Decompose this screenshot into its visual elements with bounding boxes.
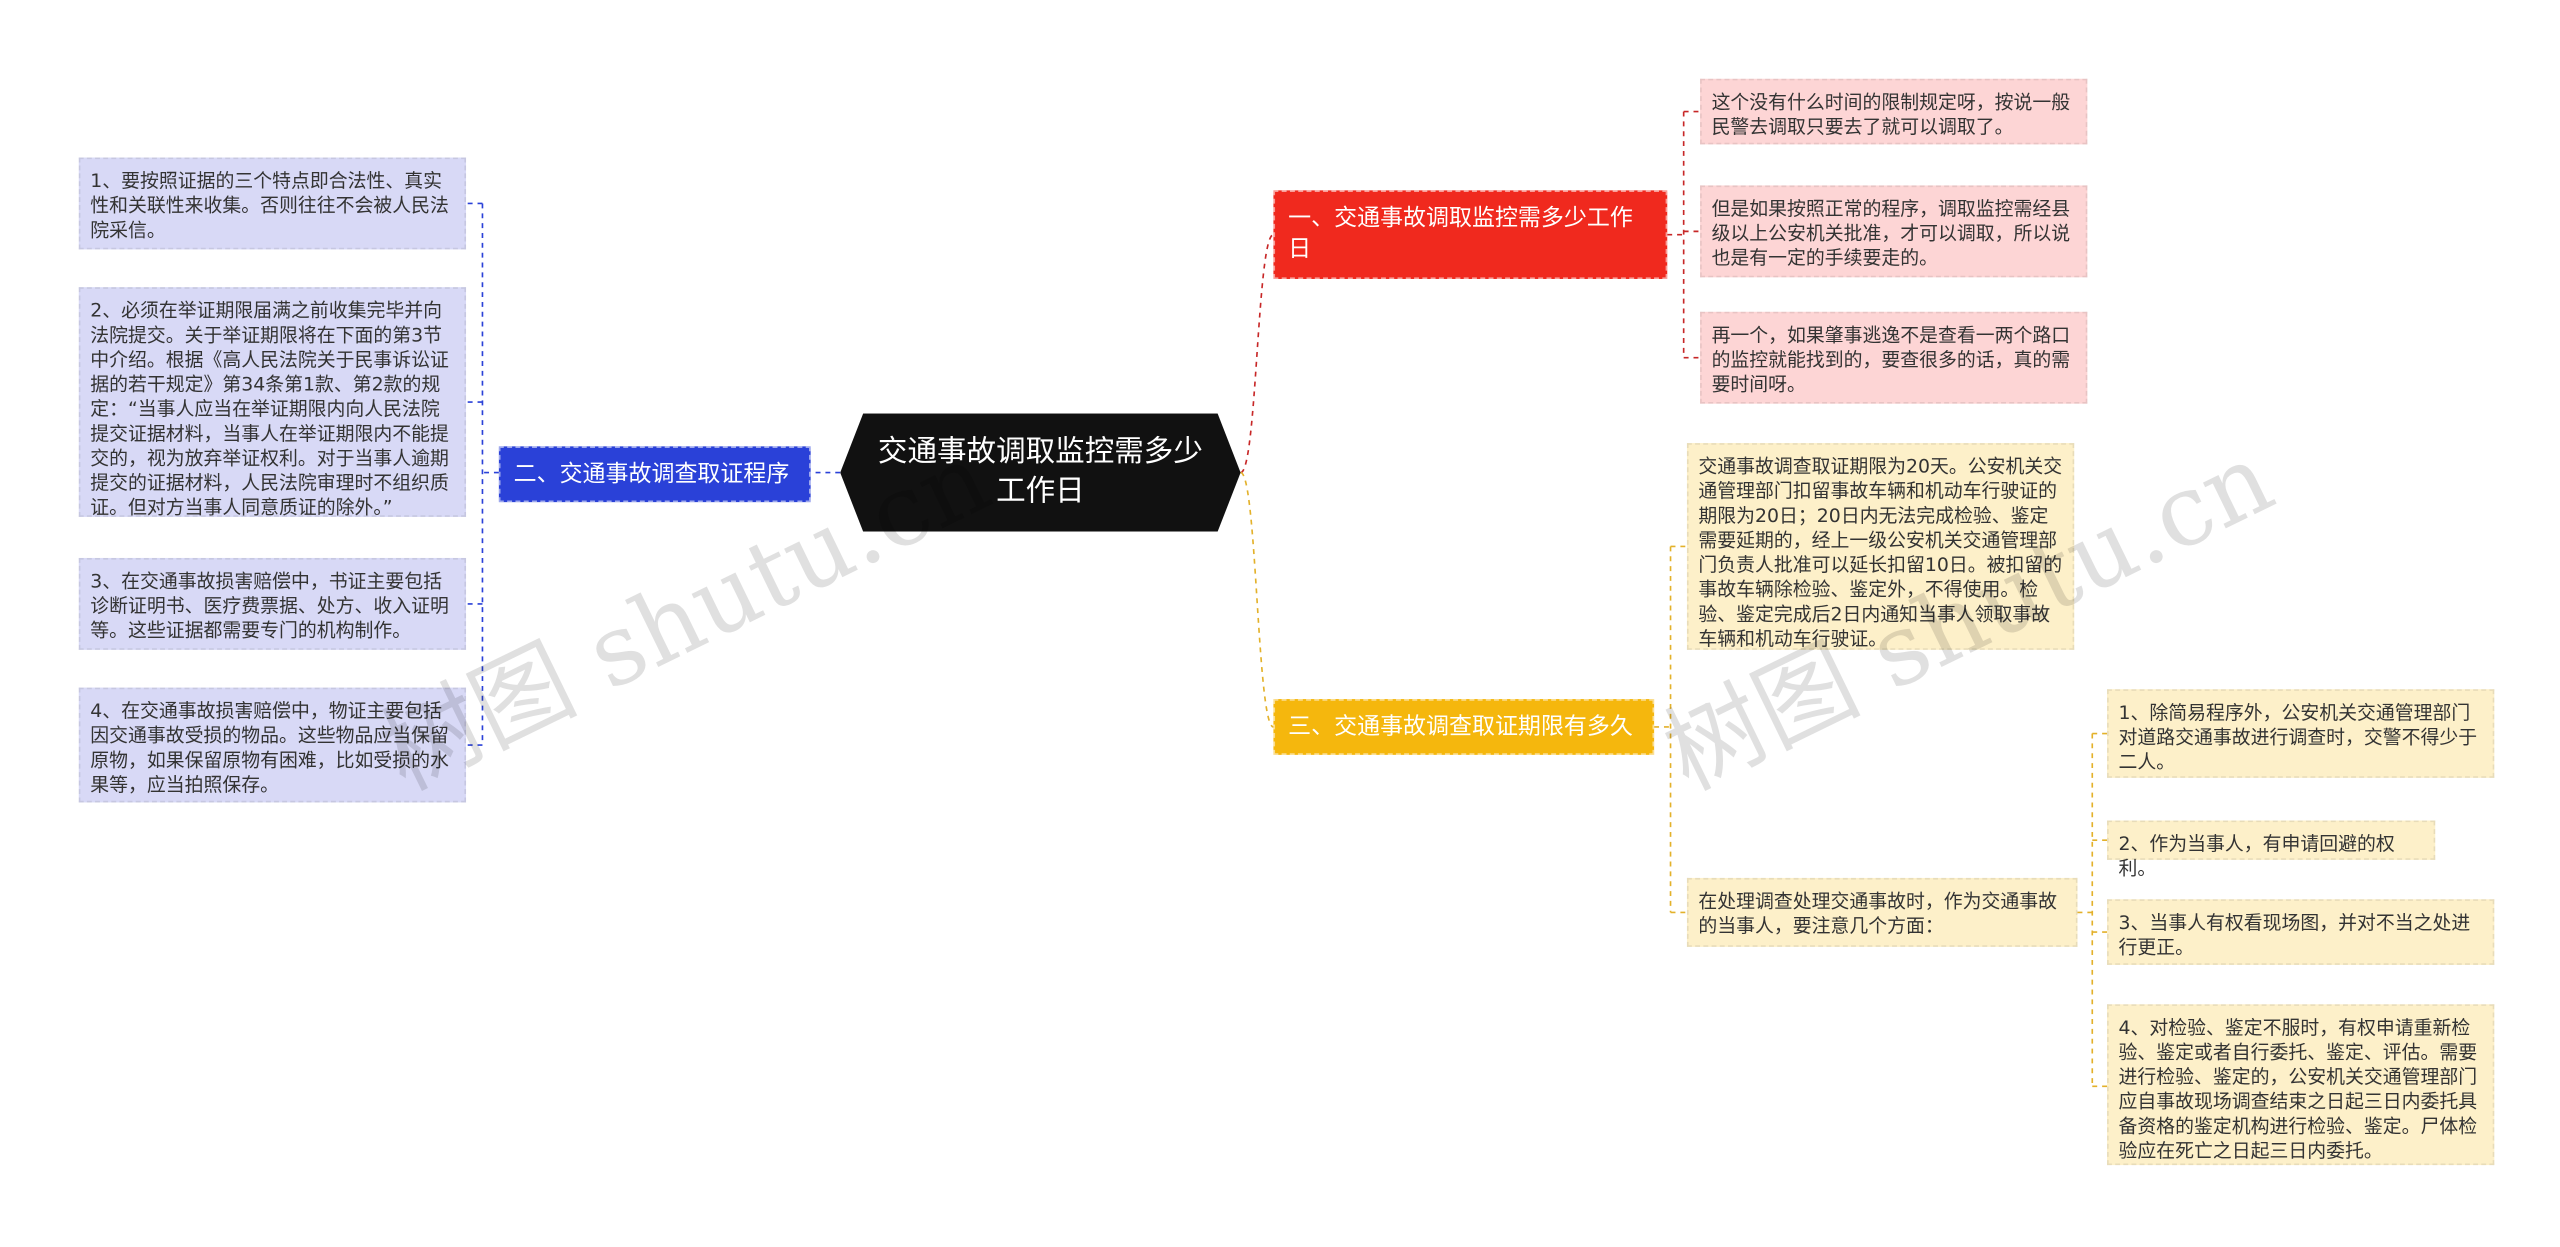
subleaf-3[interactable]: 3、当事人有权看现场图，并对不当之处进行更正。 bbox=[2107, 899, 2495, 965]
subleaf-2[interactable]: 2、作为当事人，有申请回避的权利。 bbox=[2107, 820, 2436, 880]
leaf-b2-1[interactable]: 1、要按照证据的三个特点即合法性、真实性和关联性来收集。否则往往不会被人民法院采… bbox=[78, 157, 467, 250]
branch-label: 三、交通事故调查取证期限有多久 bbox=[1288, 713, 1633, 741]
root-topic-label: 交通事故调取监控需多少工作日 bbox=[877, 434, 1203, 509]
leaf-text: 1、除简易程序外，公安机关交通管理部门对道路交通事故进行调查时，交警不得少于二人… bbox=[2118, 700, 2478, 773]
leaf-b1-3[interactable]: 再一个，如果肇事逃逸不是查看一两个路口的监控就能找到的，要查很多的话，真的需要时… bbox=[1700, 311, 2088, 404]
leaf-text: 在处理调查处理交通事故时，作为交通事故的当事人，要注意几个方面： bbox=[1698, 889, 2057, 938]
branch-label: 二、交通事故调查取证程序 bbox=[513, 461, 790, 488]
subleaf-1[interactable]: 1、除简易程序外，公安机关交通管理部门对道路交通事故进行调查时，交警不得少于二人… bbox=[2107, 689, 2495, 778]
leaf-text: 交通事故调查取证期限为20天。公安机关交通管理部门扣留事故车辆和机动车行驶证的期… bbox=[1698, 454, 2063, 650]
leaf-text: 4、在交通事故损害赔偿中，物证主要包括因交通事故受损的物品。这些物品应当保留原物… bbox=[90, 699, 449, 796]
root-topic[interactable]: 交通事故调取监控需多少工作日 bbox=[840, 414, 1240, 532]
link-root-b1 bbox=[1239, 233, 1275, 474]
leaf-text: 1、要按照证据的三个特点即合法性、真实性和关联性来收集。否则往往不会被人民法院采… bbox=[90, 169, 449, 242]
branch-monitor-workdays[interactable]: 一、交通事故调取监控需多少工作日 bbox=[1273, 190, 1668, 279]
branch-evidence-deadline[interactable]: 三、交通事故调查取证期限有多久 bbox=[1273, 699, 1655, 755]
link-b2-trunk bbox=[481, 203, 499, 746]
leaf-text: 2、必须在举证期限届满之前收集完毕并向法院提交。关于举证期限将在下面的第3节中介… bbox=[90, 298, 449, 519]
leaf-text: 再一个，如果肇事逃逸不是查看一两个路口的监控就能找到的，要查很多的话，真的需要时… bbox=[1711, 323, 2071, 396]
link-b3-trunk bbox=[1654, 546, 1672, 913]
link-sub-trunk bbox=[2077, 733, 2094, 1087]
leaf-b2-3[interactable]: 3、在交通事故损害赔偿中，书证主要包括诊断证明书、医疗费票据、处方、收入证明等。… bbox=[78, 557, 467, 650]
leaf-text: 3、当事人有权看现场图，并对不当之处进行更正。 bbox=[2118, 910, 2471, 959]
leaf-b1-2[interactable]: 但是如果按照正常的程序，调取监控需经县级以上公安机关批准，才可以调取，所以说也是… bbox=[1700, 185, 2088, 278]
leaf-b2-2[interactable]: 2、必须在举证期限届满之前收集完毕并向法院提交。关于举证期限将在下面的第3节中介… bbox=[78, 287, 467, 519]
leaf-text: 4、对检验、鉴定不服时，有权申请重新检验、鉴定或者自行委托、鉴定、评估。需要进行… bbox=[2118, 1015, 2478, 1162]
leaf-b3-1[interactable]: 交通事故调查取证期限为20天。公安机关交通管理部门扣留事故车辆和机动车行驶证的期… bbox=[1686, 443, 2075, 650]
link-root-b3 bbox=[1239, 471, 1275, 728]
leaf-b1-1[interactable]: 这个没有什么时间的限制规定呀，按说一般民警去调取只要去了就可以调取了。 bbox=[1700, 78, 2088, 145]
subleaf-4[interactable]: 4、对检验、鉴定不服时，有权申请重新检验、鉴定或者自行委托、鉴定、评估。需要进行… bbox=[2107, 1004, 2495, 1166]
link-b1-trunk bbox=[1667, 111, 1685, 358]
branch-evidence-procedure[interactable]: 二、交通事故调查取证程序 bbox=[498, 446, 811, 503]
leaf-b3-2[interactable]: 在处理调查处理交通事故时，作为交通事故的当事人，要注意几个方面： bbox=[1686, 877, 2078, 947]
leaf-text: 但是如果按照正常的程序，调取监控需经县级以上公安机关批准，才可以调取，所以说也是… bbox=[1711, 196, 2071, 270]
leaf-text: 这个没有什么时间的限制规定呀，按说一般民警去调取只要去了就可以调取了。 bbox=[1711, 90, 2071, 138]
leaf-b2-4[interactable]: 4、在交通事故损害赔偿中，物证主要包括因交通事故受损的物品。这些物品应当保留原物… bbox=[78, 687, 467, 803]
leaf-text: 2、作为当事人，有申请回避的权利。 bbox=[2118, 831, 2395, 880]
leaf-text: 3、在交通事故损害赔偿中，书证主要包括诊断证明书、医疗费票据、处方、收入证明等。… bbox=[90, 569, 449, 642]
branch-label: 一、交通事故调取监控需多少工作日 bbox=[1288, 205, 1633, 263]
